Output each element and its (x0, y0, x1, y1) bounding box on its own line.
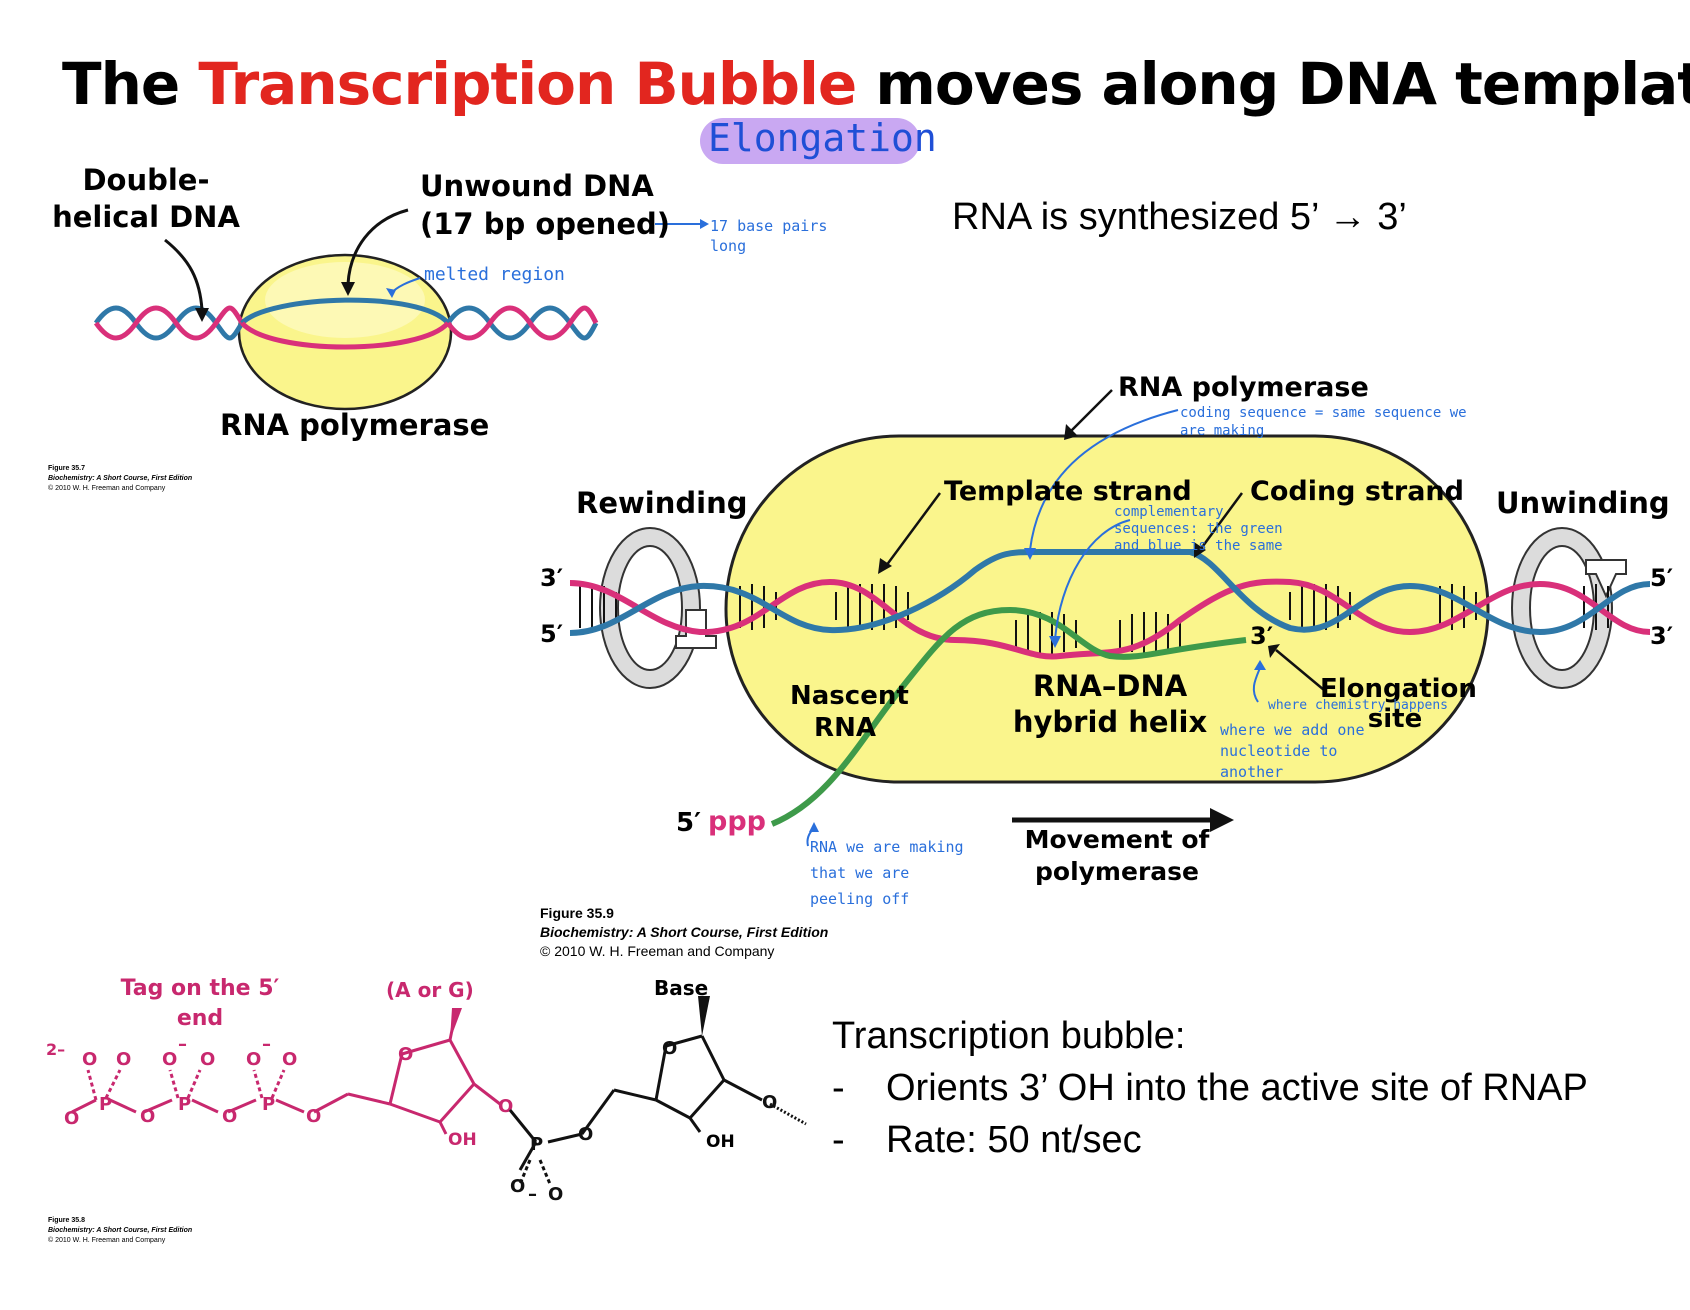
credit-figure-number: Figure 35.7 (48, 465, 85, 472)
coding-strand-label: Coding strand (1250, 476, 1464, 507)
transcription-bubble-heading: Transcription bubble: (832, 1015, 1186, 1057)
credit-book: Biochemistry: A Short Course, First Edit… (48, 475, 193, 482)
title-part2: moves along DNA template (856, 50, 1690, 118)
credit-book: Biochemistry: A Short Course, First Edit… (540, 924, 829, 940)
title-highlight: Transcription Bubble (198, 50, 857, 118)
oh-label-nucleotide: OH (706, 1132, 735, 1152)
bullet-item: -Rate: 50 nt/sec (832, 1114, 1588, 1166)
double-helical-dna-label: Double-helical DNA (52, 163, 240, 234)
figure-35-8-credit: Figure 35.8 Biochemistry: A Short Course… (48, 1216, 192, 1246)
credit-figure-number: Figure 35.9 (540, 905, 614, 921)
svg-text:O: O (548, 1184, 563, 1205)
nascent-rna-label: Nascent RNA (790, 681, 909, 743)
credit-copyright: © 2010 W. H. Freeman and Company (48, 1237, 166, 1244)
unwound-blue-strand (240, 297, 450, 325)
elongation-site-label: Elongation site (1320, 674, 1477, 734)
svg-text:–: – (528, 1184, 537, 1205)
helix-left-pink (93, 305, 245, 341)
triphosphate-bonds (71, 1009, 501, 1135)
figure-35-7-credit: Figure 35.7 Biochemistry: A Short Course… (48, 464, 192, 494)
rewinding-label: Rewinding (576, 486, 748, 520)
svg-text:–: – (178, 1034, 187, 1055)
unwound-dna-bp-label: (17 bp opened) (420, 207, 670, 241)
movement-of-polymerase-label: Movement of polymerase (1024, 825, 1210, 886)
note-add-nucleotide: where we add one nucleotide to another (1220, 721, 1365, 781)
svg-text:O: O (578, 1124, 593, 1145)
five-prime-ppp-prefix: 5′ (676, 808, 701, 838)
svg-text:O: O (162, 1049, 177, 1070)
note-17-base-pairs: 17 base pairs long (710, 217, 828, 255)
svg-text:O: O (222, 1106, 237, 1127)
unwinding-label: Unwinding (1496, 486, 1670, 520)
ppp-label: ppp (708, 806, 766, 837)
svg-text:O: O (398, 1044, 413, 1065)
nucleotide-bonds (508, 1034, 807, 1185)
rna-three-prime-label: 3′ (1250, 622, 1274, 650)
svg-text:O: O (140, 1106, 155, 1127)
note-where-chemistry: where chemistry happens (1268, 698, 1449, 713)
credit-figure-number: Figure 35.8 (48, 1217, 85, 1224)
three-prime-left-label: 3′ (540, 564, 564, 592)
three-prime-right-label: 3′ (1650, 622, 1674, 650)
bullet-item: -Orients 3’ OH into the active site of R… (832, 1062, 1588, 1114)
note-rna-making: RNA we are making that we are peeling of… (810, 838, 964, 908)
svg-text:P: P (262, 1094, 275, 1115)
note-coding-sequence: coding sequence = same sequence we are m… (1180, 405, 1467, 439)
svg-text:O: O (116, 1049, 131, 1070)
bullet-text: Orients 3’ OH into the active site of RN… (886, 1067, 1588, 1109)
title-part1: The (62, 50, 199, 118)
five-prime-left-label: 5′ (540, 620, 564, 648)
figure-35-9-credit: Figure 35.9 Biochemistry: A Short Course… (540, 904, 828, 961)
svg-text:O: O (662, 1038, 677, 1059)
svg-text:–: – (262, 1034, 271, 1055)
a-or-g-label: (A or G) (386, 978, 474, 1002)
unwound-pink-strand (240, 321, 450, 350)
oh-label-ribose: OH (448, 1130, 477, 1150)
rna-polymerase-capsule (724, 434, 1490, 784)
charge-label: 2– (46, 1040, 66, 1059)
elongation-highlight (700, 118, 920, 164)
nascent-rna-strand (770, 606, 1247, 827)
bullet-text: Rate: 50 nt/sec (886, 1119, 1142, 1161)
svg-text:O: O (306, 1106, 321, 1127)
elongation-note: Elongation (708, 116, 937, 160)
note-melted-region: melted region (424, 264, 565, 285)
svg-text:O: O (498, 1096, 513, 1117)
svg-text:O: O (64, 1108, 79, 1129)
unwound-dna-label: Unwound DNA (420, 169, 654, 203)
svg-text:O: O (82, 1049, 97, 1070)
credit-copyright: © 2010 W. H. Freeman and Company (540, 943, 775, 959)
synthesis-direction-statement: RNA is synthesized 5’ → 3’ (952, 196, 1407, 238)
svg-text:O: O (510, 1176, 525, 1197)
svg-text:O: O (762, 1092, 777, 1113)
five-prime-right-label: 5′ (1650, 564, 1674, 592)
svg-text:P: P (530, 1134, 543, 1155)
page-title: The Transcription Bubble moves along DNA… (62, 50, 1690, 118)
annotation-arrows (806, 409, 1261, 847)
note-complementary: complementary sequences: the green and b… (1114, 504, 1283, 554)
credit-book: Biochemistry: A Short Course, First Edit… (48, 1227, 193, 1234)
transcription-bubble-notes: Transcription bubble: -Orients 3’ OH int… (832, 1010, 1588, 1166)
svg-text:O: O (200, 1049, 215, 1070)
coding-strand (569, 548, 1651, 636)
svg-text:P: P (99, 1094, 112, 1115)
svg-text:P: P (178, 1094, 191, 1115)
svg-text:O: O (282, 1049, 297, 1070)
rna-polymerase-label: RNA polymerase (1118, 372, 1369, 403)
base-label: Base (654, 976, 709, 1000)
credit-copyright: © 2010 W. H. Freeman and Company (48, 485, 166, 492)
rna-polymerase-label-small: RNA polymerase (220, 408, 490, 442)
helix-right-pink (445, 305, 599, 341)
template-strand-label: Template strand (944, 476, 1192, 507)
svg-text:O: O (246, 1049, 261, 1070)
rewinding-arrow (599, 527, 717, 689)
tag-5-prime-label: Tag on the 5′ end (120, 976, 280, 1031)
rna-dna-hybrid-label: RNA–DNA hybrid helix (1012, 669, 1208, 739)
